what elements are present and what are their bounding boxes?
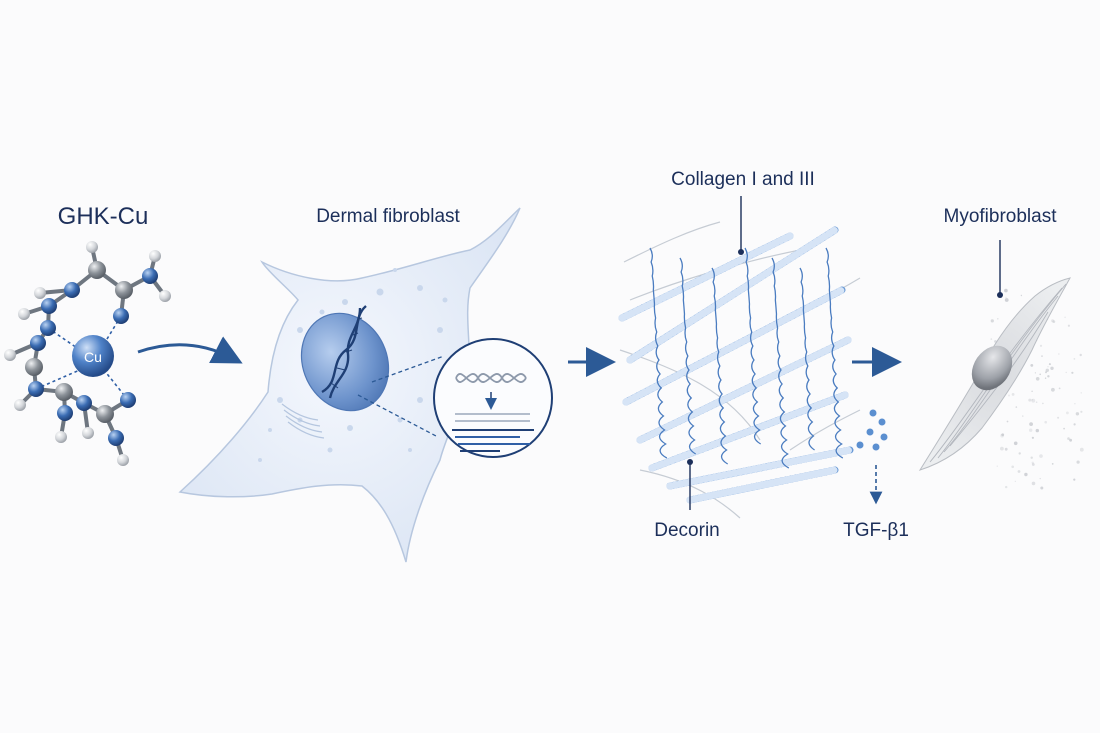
collagen-fiber (636, 336, 852, 444)
copper-symbol: Cu (84, 349, 102, 365)
tgf-beta1-molecules (856, 409, 888, 451)
hydrogen-atom (18, 308, 30, 320)
collagen-network (618, 221, 861, 519)
collagen-fibers (618, 226, 854, 504)
hydrogen-atom (117, 454, 129, 466)
nitrogen-atom (41, 298, 57, 314)
golgi-apparatus (281, 403, 325, 439)
arrow-molecule-to-fibroblast (137, 336, 243, 364)
hydrogen-atom (34, 287, 46, 299)
nitrogen-atom (40, 320, 56, 336)
collagen-fiber (686, 466, 839, 504)
label-dermal-fibroblast: Dermal fibroblast (316, 206, 460, 227)
zoom-line-top (371, 355, 445, 383)
hydrogen-atom (159, 290, 171, 302)
dermal-fibroblast-cell (178, 207, 521, 563)
label-myofibroblast: Myofibroblast (943, 206, 1057, 227)
collagen-fiber (618, 232, 794, 322)
dna-rungs (330, 317, 363, 389)
nitrogen-atom (57, 405, 73, 421)
nitrogen-atom (113, 308, 129, 324)
nitrogen-atom (142, 268, 158, 284)
collagen-fiber (648, 391, 849, 472)
decorin-leader-dot (687, 459, 693, 465)
nitrogen-atom (76, 395, 92, 411)
label-collagen: Collagen I and III (671, 169, 815, 190)
collagen-fiber (626, 226, 839, 364)
nitrogen-atom (120, 392, 136, 408)
zoom-line-bottom (357, 394, 437, 437)
nitrogen-atom (30, 335, 46, 351)
decorin-fibril (679, 257, 697, 455)
molecule-atoms (4, 241, 171, 466)
gene-expression-inset (433, 338, 553, 458)
decorin-fibril (711, 267, 729, 465)
inset-dna-icon (455, 373, 527, 383)
collagen-fiber (622, 286, 846, 406)
copper-atom: Cu (72, 335, 114, 377)
label-tgf-beta1: TGF-β1 (843, 520, 909, 541)
hydrogen-atom (82, 427, 94, 439)
ghk-cu-molecule: Cu (4, 241, 171, 466)
dna-helix-icon (321, 305, 367, 399)
nitrogen-atom (108, 430, 124, 446)
carbon-atom (88, 261, 106, 279)
collagen-fiber (666, 446, 854, 490)
cell-nucleus (300, 312, 390, 412)
hydrogen-atom (14, 399, 26, 411)
nitrogen-atom (64, 282, 80, 298)
decorin-proteoglycans (649, 247, 844, 469)
carbon-atom (96, 405, 114, 423)
decorin-fibril (649, 247, 668, 459)
carbon-atom (115, 281, 133, 299)
decorin-fibril (771, 257, 790, 469)
mrna-strands (452, 413, 534, 452)
collagen-leader-dot (738, 249, 744, 255)
carbon-atom (55, 383, 73, 401)
hydrogen-atom (55, 431, 67, 443)
nitrogen-atom (28, 381, 44, 397)
hydrogen-atom (149, 250, 161, 262)
carbon-atom (25, 358, 43, 376)
decorin-fibril (799, 267, 815, 451)
myofibroblast-cell (918, 277, 1084, 490)
decorin-fibril (825, 247, 844, 459)
myofibroblast-nucleus (971, 345, 1013, 391)
hydrogen-atom (4, 349, 16, 361)
label-decorin: Decorin (654, 520, 720, 541)
label-ghk-cu: GHK-Cu (57, 203, 149, 230)
hydrogen-atom (86, 241, 98, 253)
myofibroblast-leader-dot (997, 292, 1003, 298)
decorin-fibril (744, 247, 762, 445)
